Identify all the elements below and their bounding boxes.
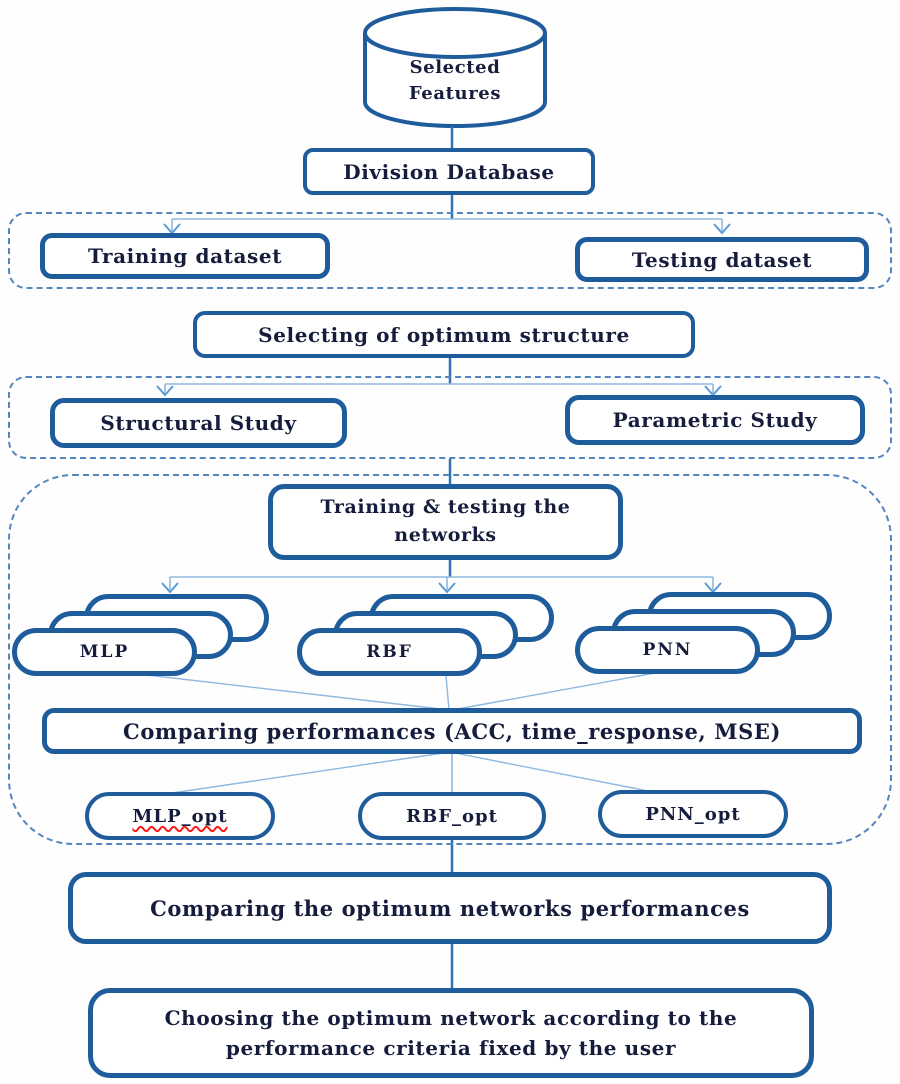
- node-training-dataset-label: Training dataset: [87, 244, 283, 268]
- node-mlp-opt-label: MLP_opt: [132, 805, 228, 827]
- node-comparing-optimum-label: Comparing the optimum networks performan…: [150, 895, 750, 921]
- node-selecting-structure: Selecting of optimum structure: [193, 311, 695, 358]
- node-choosing-optimum-label: Choosing the optimum network according t…: [164, 1006, 738, 1060]
- database-cylinder-top: [363, 7, 547, 59]
- fanout-pnnopt-line: [449, 751, 649, 792]
- node-structural-study-label: Structural Study: [100, 411, 297, 435]
- node-mlp-opt: MLP_opt: [85, 792, 275, 840]
- networks-stage-dashed-container: [8, 474, 892, 845]
- node-parametric-study-label: Parametric Study: [612, 408, 818, 432]
- node-selected-features: Selected Features: [395, 50, 515, 112]
- node-rbf-opt: RBF_opt: [358, 792, 546, 840]
- node-training-testing: Training & testing the networks: [268, 484, 623, 560]
- node-selected-features-label: Selected Features: [408, 56, 502, 104]
- fanout-mlpopt-line: [171, 751, 451, 794]
- arrow-down-rbf-icon: [438, 582, 456, 594]
- node-division-database-label: Division Database: [343, 159, 555, 184]
- node-rbf-label: RBF: [366, 642, 413, 662]
- node-division-database: Division Database: [303, 148, 595, 195]
- node-pnn-label: PNN: [642, 640, 693, 660]
- arrow-down-structural-study-icon: [156, 385, 174, 397]
- node-selecting-structure-label: Selecting of optimum structure: [258, 322, 630, 347]
- node-comparing-optimum: Comparing the optimum networks performan…: [68, 872, 832, 944]
- node-rbf: RBF: [297, 628, 482, 676]
- node-comparing-performances: Comparing performances (ACC, time_respon…: [42, 708, 862, 754]
- arrow-down-testing-dataset-icon: [713, 223, 731, 235]
- datasets-dashed-container: [8, 212, 892, 289]
- node-mlp-label: MLP: [79, 642, 130, 662]
- node-structural-study: Structural Study: [50, 398, 347, 448]
- node-training-testing-label: Training & testing the networks: [320, 496, 571, 546]
- node-pnn: PNN: [575, 626, 760, 674]
- fanin-mlp-line: [137, 673, 450, 711]
- node-mlp: MLP: [12, 628, 197, 676]
- node-testing-dataset-label: Testing dataset: [631, 247, 813, 272]
- node-parametric-study: Parametric Study: [565, 395, 865, 445]
- node-rbf-opt-label: RBF_opt: [406, 805, 498, 827]
- node-pnn-opt-label: PNN_opt: [645, 803, 741, 825]
- node-pnn-opt: PNN_opt: [598, 790, 788, 838]
- arrow-down-mlp-icon: [161, 582, 179, 594]
- fanin-rbf-line: [445, 675, 450, 711]
- node-testing-dataset: Testing dataset: [575, 237, 869, 282]
- node-training-dataset: Training dataset: [40, 233, 330, 279]
- studies-dashed-container: [8, 376, 892, 459]
- fanin-pnn-line: [451, 672, 656, 711]
- database-cylinder-shape: [363, 33, 547, 128]
- node-choosing-optimum: Choosing the optimum network according t…: [88, 988, 814, 1078]
- node-comparing-performances-label: Comparing performances (ACC, time_respon…: [123, 718, 781, 744]
